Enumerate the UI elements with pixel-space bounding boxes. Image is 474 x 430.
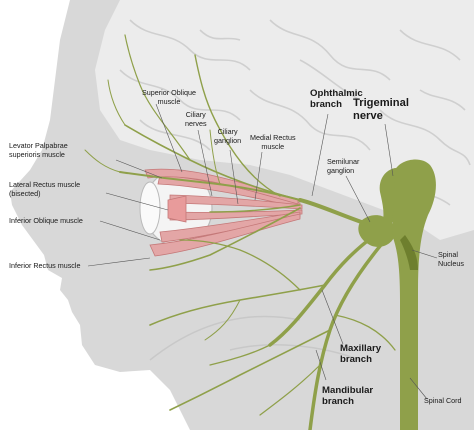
label-ophthalmic-branch: Ophthalmic branch <box>310 88 363 110</box>
label-spinal-cord-line1: Spinal Cord <box>424 396 462 405</box>
label-spinal-nucleus-line1: Spinal <box>438 250 458 259</box>
nerve-branches <box>84 34 396 430</box>
cheek-contour <box>149 315 301 361</box>
label-inferior-oblique-line1: Inferior Oblique muscle <box>9 216 83 225</box>
label-spinal-nucleus: Spinal Nucleus <box>438 250 464 268</box>
lateral-rectus-bisected <box>167 195 187 223</box>
label-ciliary-nerves-line2: nerves <box>185 118 207 128</box>
label-lateral-rectus-line1: Lateral Rectus muscle <box>9 180 81 189</box>
label-mandibular-branch: Mandibular branch <box>322 385 373 407</box>
label-medial-rectus-muscle: Medial Rectus muscle <box>250 133 296 151</box>
label-superior-oblique-muscle: Superior Oblique muscle <box>142 88 196 106</box>
label-ciliary-nerves: Ciliary nerves <box>185 110 207 128</box>
label-inferior-rectus-muscle: Inferior Rectus muscle <box>9 261 81 271</box>
label-lateral-rectus-line2: (bisected) <box>9 188 41 198</box>
label-spinal-nucleus-line2: Nucleus <box>438 258 464 268</box>
label-spinal-cord: Spinal Cord <box>424 396 462 406</box>
label-lateral-rectus-muscle: Lateral Rectus muscle (bisected) <box>9 180 81 198</box>
label-levator-palpabrae: Levator Palpabrae superioris muscle <box>9 141 68 159</box>
label-trigeminal-line2: nerve <box>353 110 383 123</box>
label-maxillary-branch: Maxillary branch <box>340 343 381 365</box>
label-semilunar-line1: Semilunar <box>327 157 360 166</box>
label-maxillary-line2: branch <box>340 354 372 366</box>
label-medial-rectus-line1: Medial Rectus <box>250 133 296 142</box>
label-superior-oblique-line1: Superior Oblique <box>142 88 196 97</box>
label-inferior-oblique-muscle: Inferior Oblique muscle <box>9 216 83 226</box>
label-ciliary-ganglion-line1: Ciliary <box>217 127 238 136</box>
label-levator-line2: superioris muscle <box>9 149 65 159</box>
label-ciliary-ganglion-line2: ganglion <box>214 135 242 145</box>
brain-region <box>95 0 474 240</box>
label-ciliary-nerves-line1: Ciliary <box>185 110 206 119</box>
label-mandibular-line2: branch <box>322 396 354 408</box>
label-levator-line1: Levator Palpabrae <box>9 141 68 150</box>
label-ophthalmic-line2: branch <box>310 99 342 111</box>
label-medial-rectus-line2: muscle <box>261 141 285 151</box>
eye-cornea <box>139 181 161 235</box>
label-semilunar-line2: ganglion <box>327 165 355 175</box>
jaw-contour <box>229 344 361 361</box>
label-mandibular-line1: Mandibular <box>322 385 374 396</box>
leader-lines <box>87 103 438 400</box>
label-semilunar-ganglion: Semilunar ganglion <box>327 157 360 175</box>
spinal-nucleus-band <box>400 235 418 270</box>
brainstem <box>392 159 436 430</box>
label-ophthalmic-line1: Ophthalmic <box>310 88 363 99</box>
label-inferior-rectus-line1: Inferior Rectus muscle <box>9 261 81 270</box>
label-ciliary-ganglion: Ciliary ganglion <box>214 127 242 145</box>
label-trigeminal-line1: Trigeminal <box>353 97 409 109</box>
label-maxillary-line1: Maxillary <box>340 343 382 354</box>
label-superior-oblique-line2: muscle <box>157 96 181 106</box>
label-trigeminal-nerve: Trigeminal nerve <box>353 97 409 124</box>
